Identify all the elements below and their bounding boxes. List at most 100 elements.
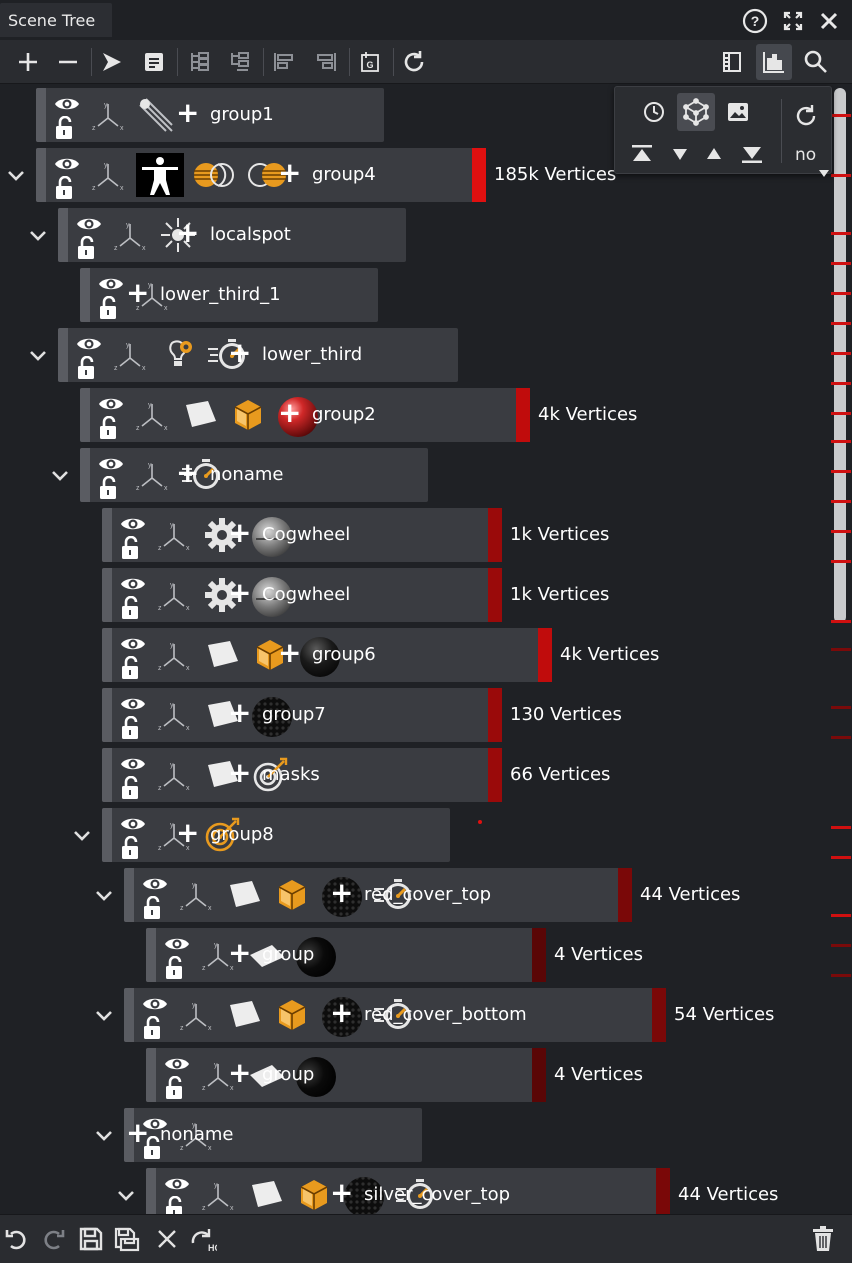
expand-chevron-icon[interactable]	[116, 1188, 136, 1202]
add-child-button[interactable]: +	[228, 696, 252, 729]
visibility-eye-icon[interactable]	[164, 1054, 190, 1078]
drag-handle[interactable]	[124, 1108, 134, 1162]
drag-handle[interactable]	[146, 1168, 156, 1214]
add-child-button[interactable]: +	[228, 576, 252, 609]
move-to-top-icon[interactable]	[623, 135, 661, 173]
drag-handle[interactable]	[58, 328, 68, 382]
save-as-icon[interactable]	[112, 1224, 142, 1254]
expand-chevron-icon[interactable]	[94, 1128, 114, 1142]
add-child-button[interactable]: +	[278, 396, 302, 429]
expand-chevron-icon[interactable]	[72, 828, 92, 842]
expand-chevron-icon[interactable]	[94, 888, 114, 902]
add-child-button[interactable]: +	[228, 336, 252, 369]
light-icon[interactable]	[158, 215, 202, 255]
unlock-icon[interactable]	[98, 475, 122, 504]
drag-handle[interactable]	[102, 808, 112, 862]
redo-icon[interactable]	[38, 1224, 68, 1254]
add-child-button[interactable]: +	[330, 996, 354, 1029]
grey-material-icon[interactable]	[250, 575, 298, 617]
visibility-eye-icon[interactable]	[120, 694, 146, 718]
undo-icon[interactable]	[2, 1224, 32, 1254]
drag-handle[interactable]	[80, 448, 90, 502]
drag-handle[interactable]	[80, 268, 90, 322]
move-up-icon[interactable]	[695, 135, 733, 173]
add-child-button[interactable]: +	[330, 1176, 354, 1209]
save-icon[interactable]	[76, 1224, 106, 1254]
black-material-icon[interactable]	[294, 935, 342, 977]
visibility-eye-icon[interactable]	[54, 94, 80, 118]
add-child-button[interactable]: +	[278, 636, 302, 669]
light-beam-icon[interactable]	[136, 95, 180, 135]
drag-handle[interactable]	[146, 928, 156, 982]
drag-handle[interactable]	[146, 1048, 156, 1102]
animation-speed-icon[interactable]	[394, 1175, 442, 1214]
black-material-icon[interactable]	[298, 635, 346, 677]
drag-handle[interactable]	[102, 568, 112, 622]
refresh-icon[interactable]	[396, 44, 432, 80]
hierarchy-collapse-icon[interactable]	[222, 44, 258, 80]
plane-icon[interactable]	[202, 635, 246, 675]
plane-icon[interactable]	[246, 1175, 290, 1214]
unlock-icon[interactable]	[164, 1195, 188, 1214]
grey-material-icon[interactable]	[250, 515, 298, 557]
visibility-eye-icon[interactable]	[76, 214, 102, 238]
add-child-button[interactable]: +	[228, 936, 252, 969]
scrollbar[interactable]	[834, 88, 846, 623]
unlock-icon[interactable]	[142, 895, 166, 924]
add-child-button[interactable]: +	[330, 876, 354, 909]
drag-handle[interactable]	[102, 628, 112, 682]
maximize-icon[interactable]	[780, 8, 806, 34]
expand-chevron-icon[interactable]	[94, 1008, 114, 1022]
add-child-button[interactable]: +	[126, 1116, 150, 1149]
light-bulb-icon[interactable]	[158, 335, 202, 375]
visibility-eye-icon[interactable]	[98, 274, 124, 298]
add-child-button[interactable]: +	[228, 1056, 252, 1089]
visibility-eye-icon[interactable]	[142, 994, 168, 1018]
material-icon[interactable]	[246, 155, 296, 195]
box-geometry-icon[interactable]	[272, 995, 316, 1035]
refresh-stats-icon[interactable]	[787, 97, 825, 135]
expand-chevron-icon[interactable]	[6, 168, 26, 182]
help-icon[interactable]: ?	[742, 8, 768, 34]
group-icon[interactable]: G	[352, 44, 388, 80]
unlock-icon[interactable]	[76, 355, 100, 384]
add-child-button[interactable]: +	[278, 156, 302, 189]
unlock-icon[interactable]	[164, 1075, 188, 1104]
drag-handle[interactable]	[58, 208, 68, 262]
expand-chevron-icon[interactable]	[28, 228, 48, 242]
add-child-button[interactable]: +	[176, 456, 200, 489]
hex-material-icon[interactable]	[342, 1175, 390, 1214]
drag-handle[interactable]	[80, 388, 90, 442]
unlock-icon[interactable]	[164, 955, 188, 984]
target-icon[interactable]	[202, 815, 246, 855]
expand-chevron-icon[interactable]	[50, 468, 70, 482]
add-node-button[interactable]	[10, 44, 46, 80]
plane-icon[interactable]	[180, 395, 224, 435]
clear-icon[interactable]	[152, 1224, 182, 1254]
box-geometry-icon[interactable]	[294, 1175, 338, 1214]
play-icon[interactable]	[94, 44, 130, 80]
visibility-eye-icon[interactable]	[142, 1114, 168, 1138]
black-material-icon[interactable]	[294, 1055, 342, 1097]
